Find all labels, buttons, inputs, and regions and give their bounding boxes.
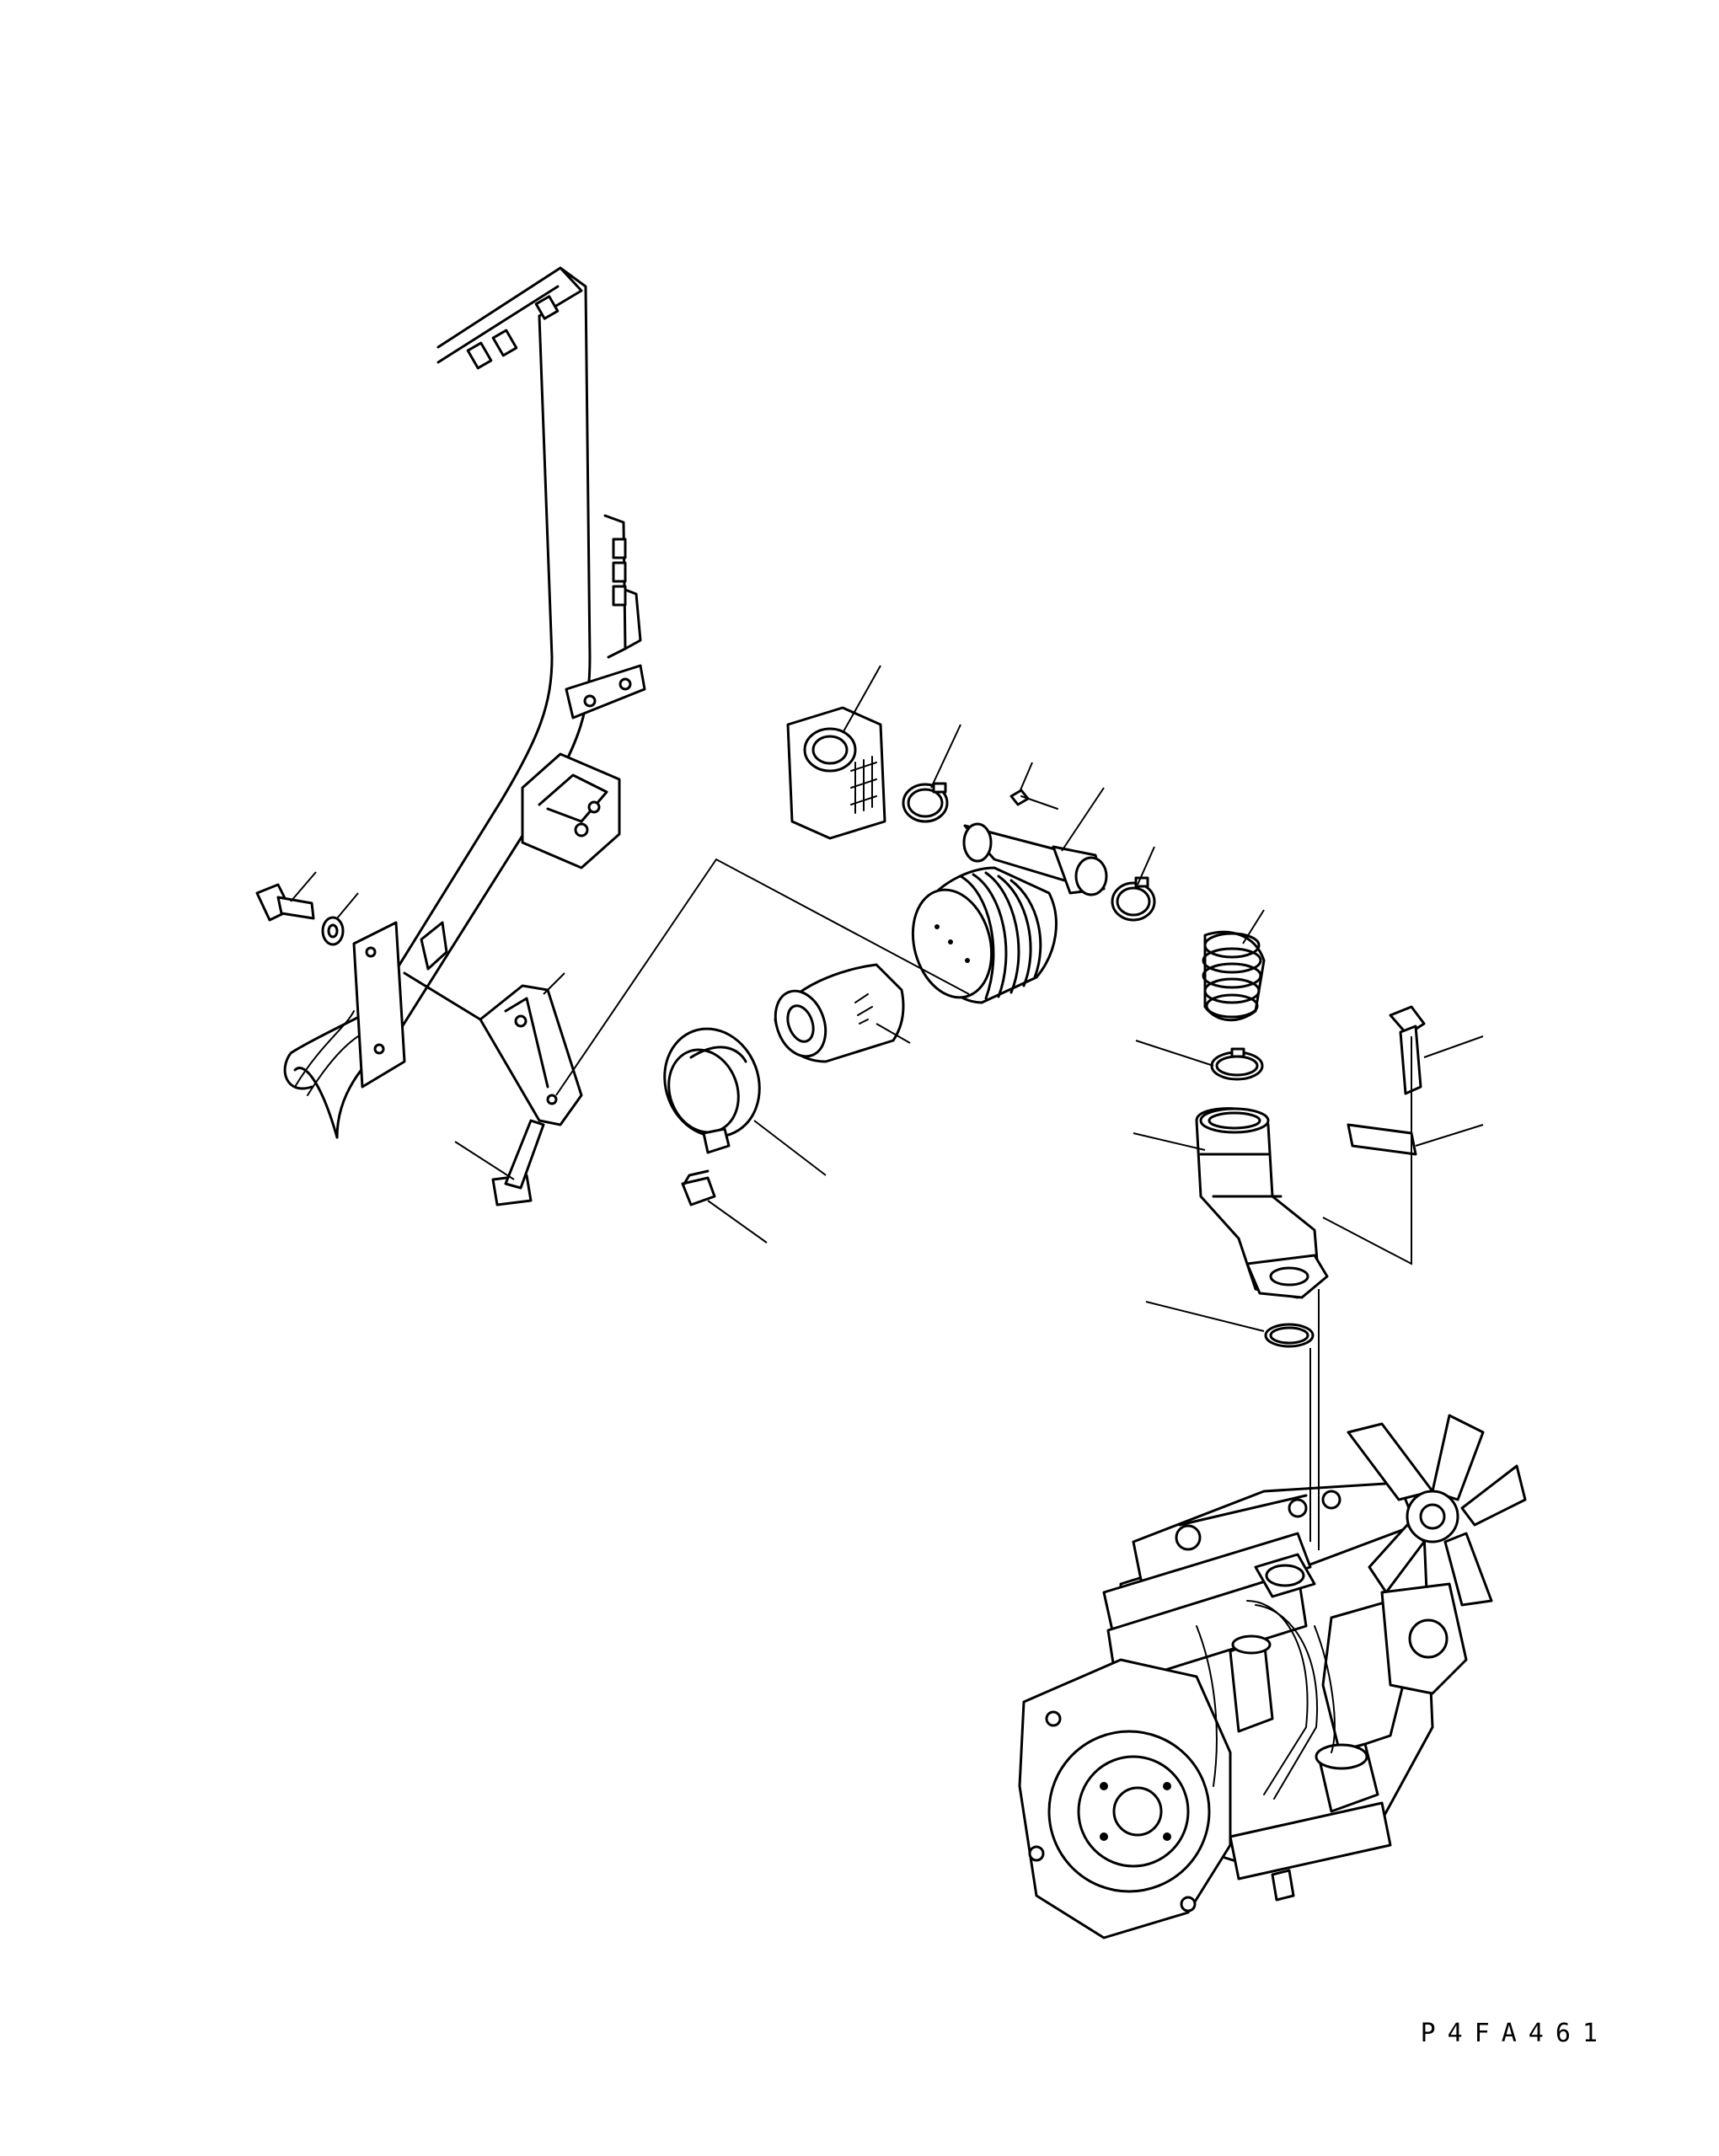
cooling-fan [1347,1414,1527,1607]
small-fitting [1009,789,1058,810]
o-ring [1264,1323,1315,1348]
bracket-clip [1347,1123,1417,1156]
figure-code-label: P4FA461 [1420,2019,1609,2048]
intake-hose-clamp [1210,1047,1264,1081]
engine-assembly [1018,1414,1527,1939]
primary-filter-element [774,963,905,1063]
air-cleaner-bracket [403,971,583,1126]
air-cleaner-assembly [911,822,1108,1004]
intake-hose-bellows [1202,930,1266,1022]
flange-bolt-right [1389,1005,1426,1095]
vacuator-valve [681,1169,716,1206]
cab-frame [283,266,646,1139]
intake-elbow [1195,1107,1329,1299]
flange-bolt-left [255,883,315,922]
pre-cleaner-cover [786,706,886,840]
flywheel-housing [1018,1658,1232,1939]
hose-clamp-right [1111,876,1156,922]
callout-leader-lines [290,665,1484,1550]
flange-bolt-lower [491,1119,545,1206]
hose-clamp-left [902,782,949,823]
washer-left [321,916,345,946]
safety-filter-element [663,1027,761,1154]
